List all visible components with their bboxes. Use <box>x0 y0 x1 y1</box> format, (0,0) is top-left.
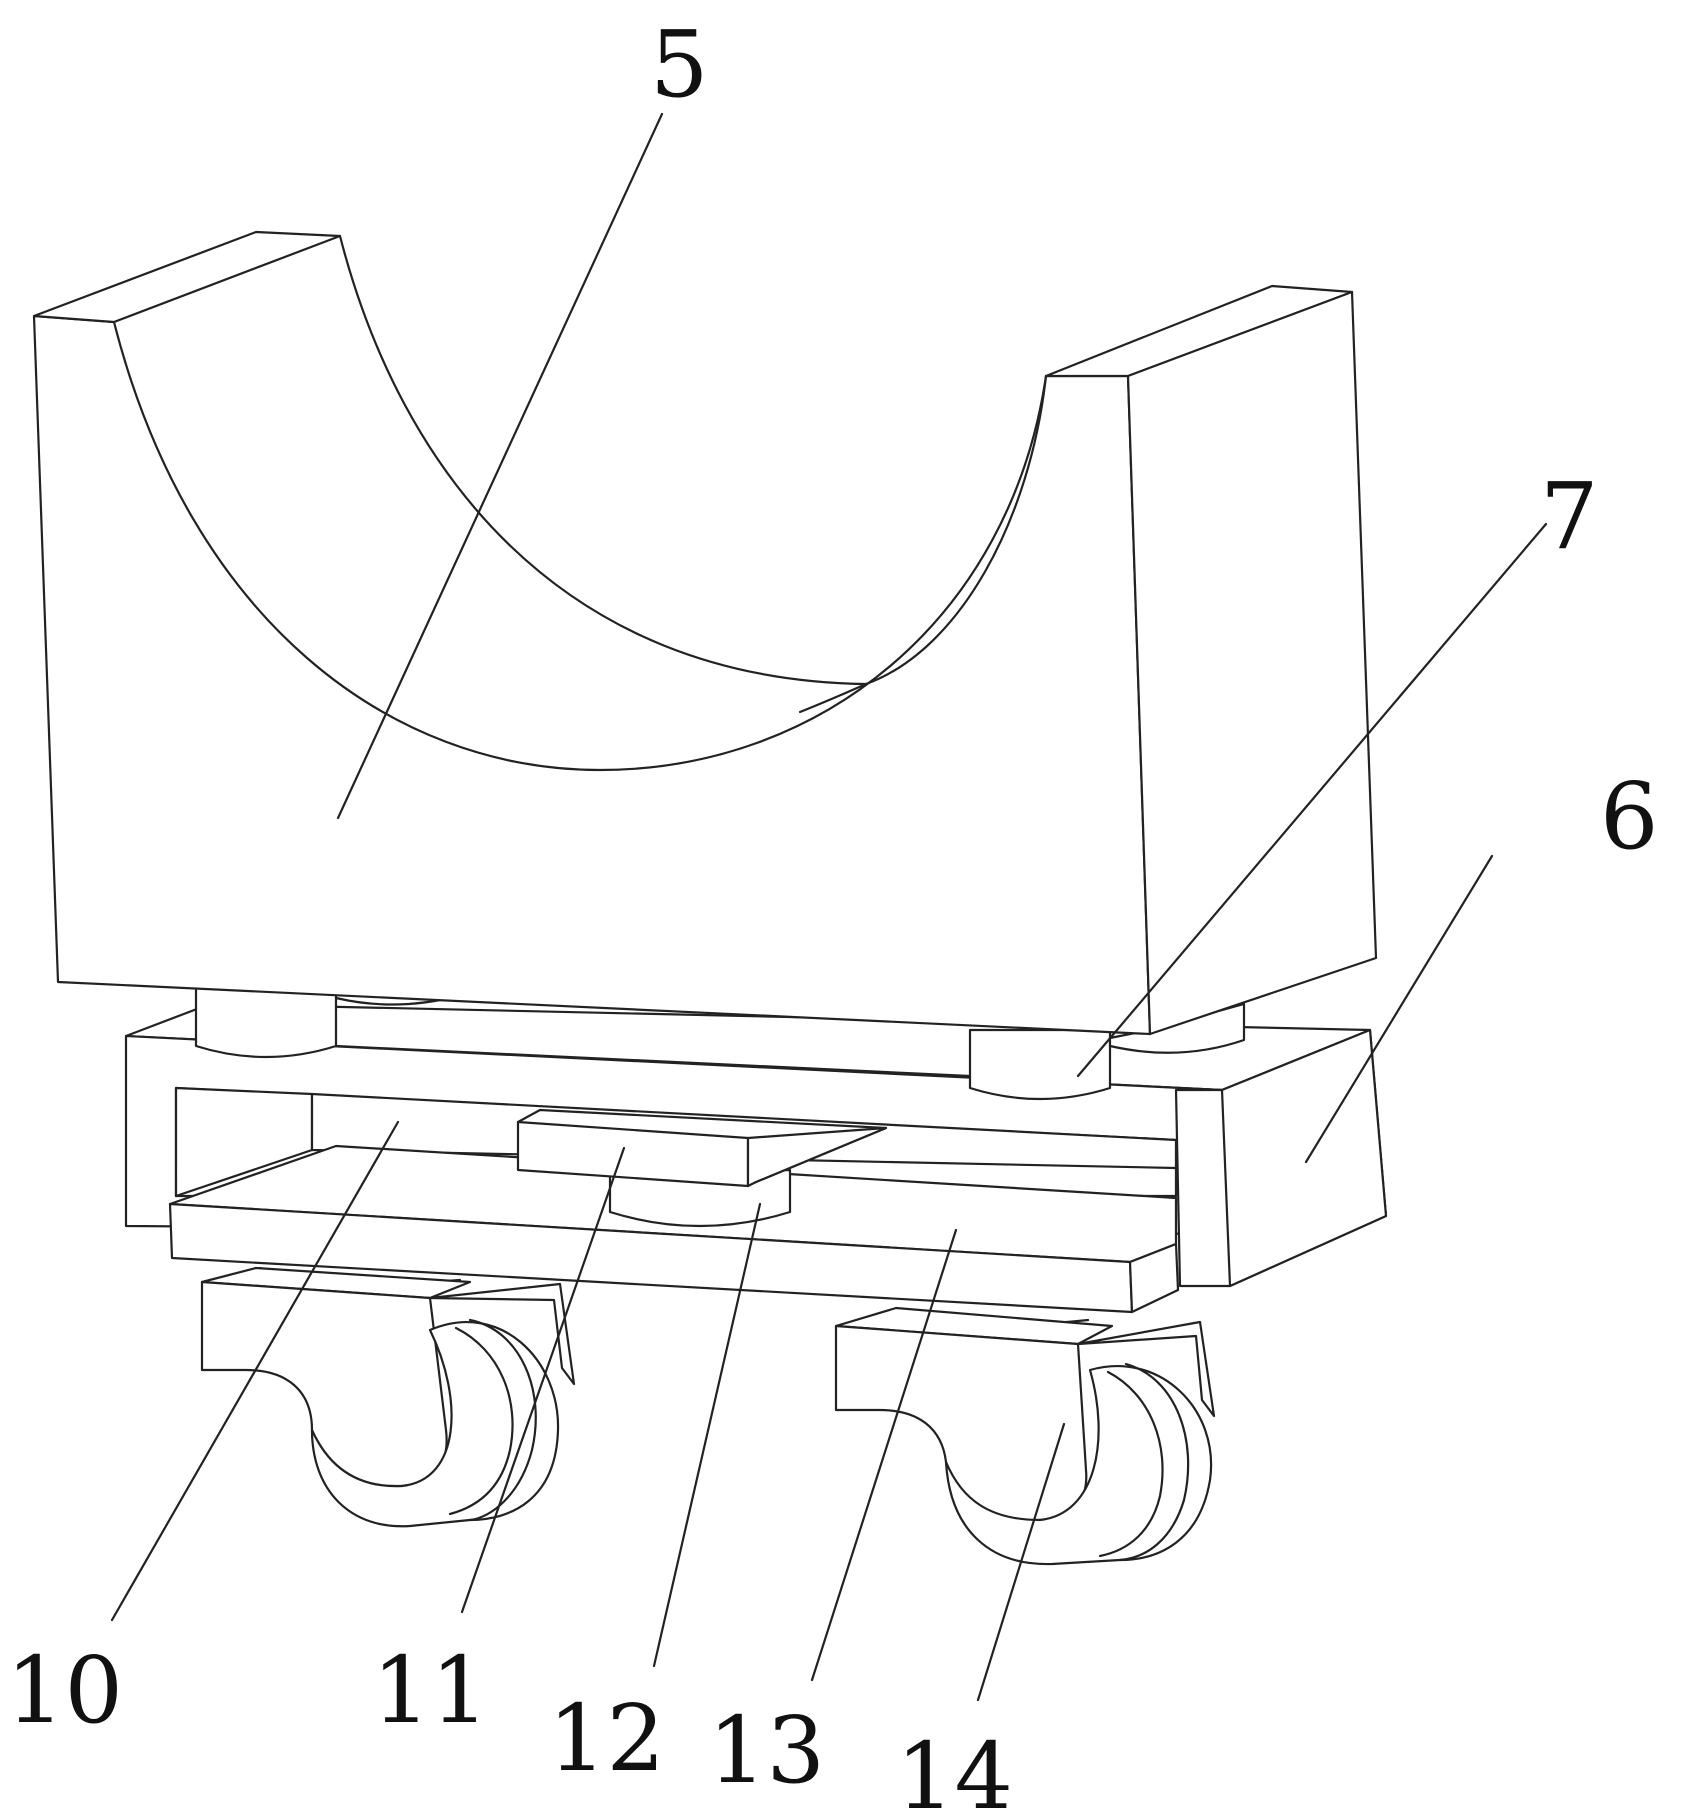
label-5: 5 <box>650 11 709 118</box>
caster-left-wheel-rim2 <box>448 1326 514 1516</box>
leader-11 <box>460 1146 626 1614</box>
leader-lines <box>110 112 1548 1702</box>
leader-5 <box>336 112 664 820</box>
slider-block-end <box>746 1126 888 1188</box>
cylinder-right-back <box>1108 1002 1246 1054</box>
label-6: 6 <box>1600 763 1659 870</box>
leader-12 <box>652 1202 762 1668</box>
cylinder-left-front <box>194 986 338 1059</box>
label-13: 13 <box>708 1697 825 1804</box>
leader-13 <box>810 1228 958 1682</box>
saddle-top-left <box>32 230 342 324</box>
caster-left <box>200 1266 576 1528</box>
caster-right <box>834 1306 1216 1566</box>
saddle-front-face <box>32 314 1152 1036</box>
frame-strip-line <box>334 1044 972 1078</box>
leader-7 <box>1076 522 1548 1078</box>
upper-cylinders <box>194 986 1246 1101</box>
cylinder-right-front <box>968 1028 1112 1101</box>
label-12: 12 <box>548 1685 665 1792</box>
label-11: 11 <box>372 1637 489 1744</box>
caster-left-wheel <box>310 1320 560 1528</box>
leader-6 <box>1304 854 1494 1164</box>
label-14: 14 <box>896 1723 1013 1817</box>
caster-right-wheel-rim2 <box>1098 1370 1164 1558</box>
base-plate-end <box>1128 1242 1180 1314</box>
saddle-curve-join <box>798 682 868 714</box>
caster-left-bracket <box>428 1282 576 1386</box>
caster-right-bracket <box>1076 1320 1216 1418</box>
caster-left-wheel-rim <box>468 1318 537 1522</box>
saddle-curve-back <box>338 234 1048 686</box>
saddle-block <box>32 230 1378 1036</box>
caster-right-wheel-rim <box>1118 1362 1190 1562</box>
saddle-right-face <box>1126 290 1378 1036</box>
lower-assembly <box>168 1108 1180 1314</box>
leader-14 <box>976 1422 1066 1702</box>
caster-right-wheel <box>944 1365 1213 1566</box>
label-7: 7 <box>1540 463 1599 570</box>
reference-numerals: 5 7 6 10 11 12 13 14 <box>6 11 1659 1817</box>
label-10: 10 <box>6 1637 123 1744</box>
frame-right-block-front <box>1220 1028 1388 1288</box>
leader-10 <box>110 1120 400 1622</box>
